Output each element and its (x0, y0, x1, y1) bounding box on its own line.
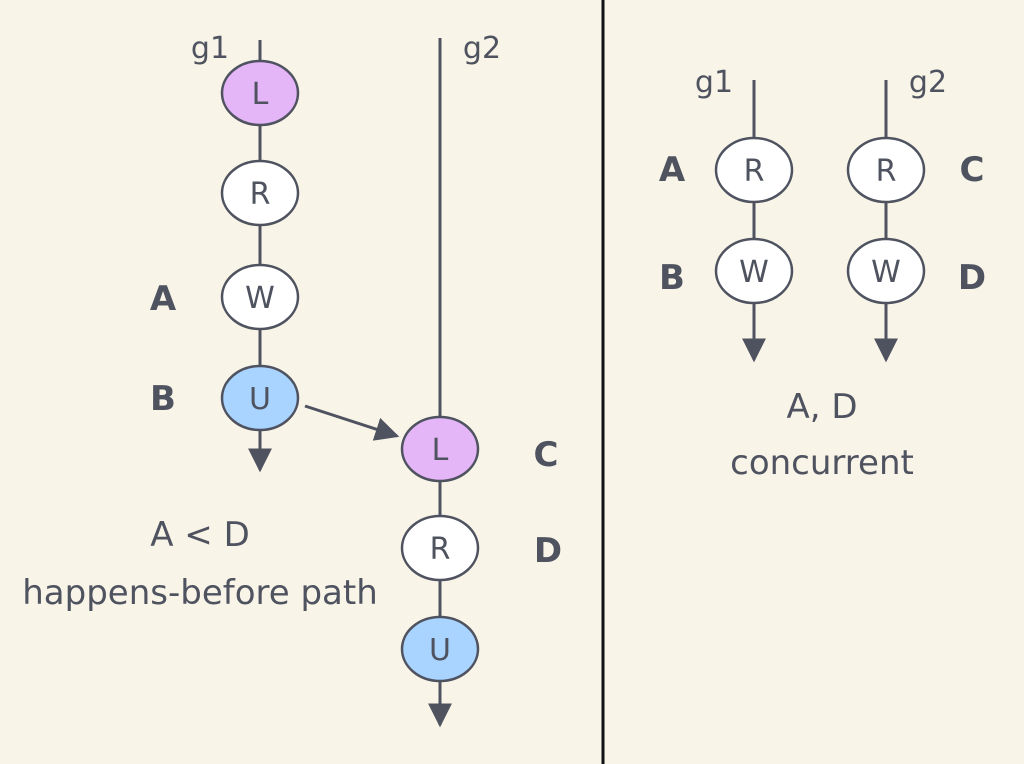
left-g2-node-lock: L (400, 415, 480, 483)
left-caption-relation: A < D (150, 515, 250, 555)
left-g1-node-label: R (250, 177, 271, 212)
left-g1-node-read: R (220, 159, 300, 227)
left-g1-node-label: L (252, 77, 269, 112)
left-g2-label: g2 (463, 31, 501, 66)
left-marker-c: C (534, 435, 559, 475)
right-marker-b: B (659, 258, 685, 298)
left-g1-node-unlock: U (220, 364, 300, 432)
right-g1-node-write: W (714, 237, 794, 305)
right-g1-node-read: R (714, 136, 794, 204)
right-g1-label: g1 (695, 65, 733, 100)
left-caption-description: happens-before path (22, 573, 378, 613)
right-marker-d: D (958, 258, 986, 298)
left-g2-node-read: R (400, 514, 480, 582)
right-g2-label: g2 (909, 65, 947, 100)
left-g2-node-label: U (429, 633, 451, 668)
left-g1-node-label: U (249, 382, 271, 417)
left-g1-node-label: W (245, 281, 275, 316)
right-g2-node-label: R (876, 154, 897, 189)
left-g2-node-unlock: U (400, 615, 480, 683)
right-g1-node-label: W (739, 255, 769, 290)
left-marker-a: A (150, 279, 177, 319)
right-g2-node-label: W (871, 255, 901, 290)
left-g1-label: g1 (191, 31, 229, 66)
right-caption-description: concurrent (730, 443, 914, 483)
right-caption-relation: A, D (786, 387, 857, 427)
right-marker-a: A (659, 150, 686, 190)
right-g2-node-read: R (846, 136, 926, 204)
right-g1-node-label: R (744, 154, 765, 189)
left-marker-d: D (534, 531, 562, 571)
right-marker-c: C (960, 150, 985, 190)
left-g1-node-lock: L (220, 59, 300, 127)
left-g1-node-write: W (220, 263, 300, 331)
happens-before-arrow (304, 404, 400, 441)
left-g2-node-label: R (430, 532, 451, 567)
left-g2-node-label: L (432, 433, 449, 468)
left-marker-b: B (150, 379, 176, 419)
right-g2-node-write: W (846, 237, 926, 305)
